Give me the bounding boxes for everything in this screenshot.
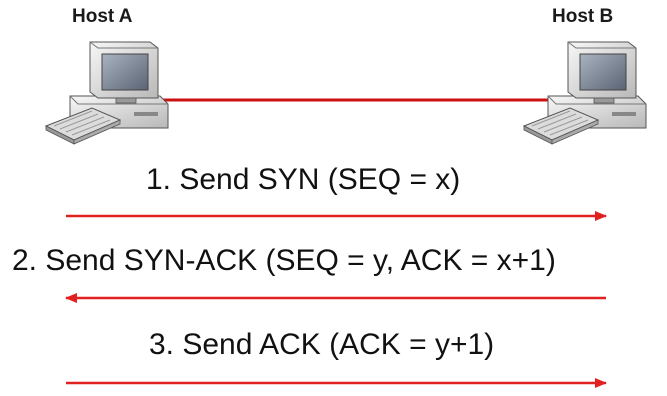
host-a-computer-icon	[44, 41, 169, 145]
host-b-computer-icon	[522, 41, 647, 145]
host-a-label: Host A	[72, 6, 133, 27]
step-3-label: 3. Send ACK (ACK = y+1)	[149, 328, 495, 361]
step-2-label: 2. Send SYN-ACK (SEQ = y, ACK = x+1)	[12, 244, 556, 277]
host-b-label: Host B	[552, 6, 614, 27]
step-1-label: 1. Send SYN (SEQ = x)	[146, 163, 461, 196]
